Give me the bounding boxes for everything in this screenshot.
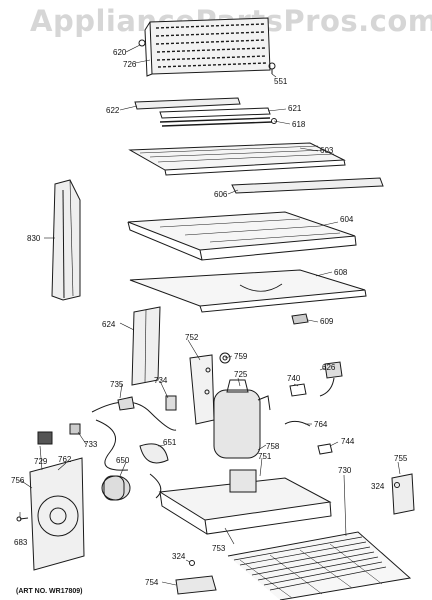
part-label-733: 733 — [84, 440, 98, 449]
harness-735 — [91, 396, 177, 471]
screw-324-right — [394, 482, 400, 488]
part-label-726: 726 — [123, 60, 137, 69]
part-label-730: 730 — [338, 466, 352, 475]
part-label-734: 734 — [154, 376, 168, 385]
part-label-756: 756 — [11, 476, 25, 485]
grommet-609 — [291, 313, 309, 325]
part-label-762: 762 — [58, 455, 72, 464]
part-label-651: 651 — [163, 438, 177, 447]
part-label-758: 758 — [266, 442, 280, 451]
part-label-606: 606 — [214, 190, 228, 199]
relay-626 — [319, 361, 343, 397]
rail-606 — [231, 177, 384, 194]
leader-lines — [19, 44, 401, 586]
compressor-725 — [213, 379, 271, 459]
part-label-604: 604 — [340, 215, 354, 224]
cover-622 — [134, 97, 241, 110]
condenser-730 — [227, 531, 412, 600]
part-label-830: 830 — [27, 234, 41, 243]
part-label-608: 608 — [334, 268, 348, 277]
part-label-752: 752 — [185, 333, 199, 342]
part-label-650: 650 — [116, 456, 130, 465]
wedge-754 — [175, 575, 217, 595]
bracket-755 — [391, 473, 415, 515]
part-label-603: 603 — [320, 146, 334, 155]
part-label-725: 725 — [234, 370, 248, 379]
shelf-603 — [128, 142, 346, 176]
part-label-755: 755 — [394, 454, 408, 463]
pan-604 — [127, 211, 357, 261]
screw-551 — [268, 62, 276, 74]
part-label-735: 735 — [110, 380, 124, 389]
part-label-751: 751 — [258, 452, 272, 461]
part-label-551: 551 — [274, 77, 288, 86]
part-label-618: 618 — [292, 120, 306, 129]
screw-324-bottom — [189, 560, 195, 566]
part-label-740: 740 — [287, 374, 301, 383]
part-label-759: 759 — [234, 352, 248, 361]
duct-830 — [51, 179, 81, 301]
tube-618 — [159, 117, 277, 127]
pan-608 — [129, 269, 367, 313]
cord-764 — [284, 420, 311, 427]
part-label-324-right: 324 — [371, 482, 385, 491]
bracket-752 — [189, 354, 215, 425]
evaporator-coil-726 — [144, 17, 271, 77]
connector-733 — [69, 423, 81, 435]
clip-744 — [317, 443, 333, 455]
part-label-729: 729 — [34, 457, 48, 466]
part-label-624: 624 — [102, 320, 116, 329]
switch-729 — [37, 431, 53, 445]
part-label-626: 626 — [322, 363, 336, 372]
part-label-620: 620 — [113, 48, 127, 57]
part-label-622: 622 — [106, 106, 120, 115]
part-label-324-bottom: 324 — [172, 552, 186, 561]
shroud-762 — [29, 457, 85, 571]
part-label-744: 744 — [341, 437, 355, 446]
grommet-759 — [219, 352, 231, 364]
screw-683 — [16, 516, 29, 522]
channel-624 — [131, 306, 161, 386]
art-number: (ART NO. WR17809) — [16, 588, 83, 595]
part-label-621: 621 — [288, 104, 302, 113]
part-label-609: 609 — [320, 317, 334, 326]
capacitor-734 — [165, 395, 177, 411]
fan-motor-650 — [101, 475, 131, 501]
part-label-753: 753 — [212, 544, 226, 553]
clip-620 — [138, 39, 146, 47]
part-label-683: 683 — [14, 538, 28, 547]
clip-740 — [289, 383, 307, 397]
fan-blade-651 — [139, 443, 169, 499]
base-pan-753 — [158, 469, 332, 535]
part-label-754: 754 — [145, 578, 159, 587]
heater-621 — [159, 107, 271, 119]
part-label-764: 764 — [314, 420, 328, 429]
